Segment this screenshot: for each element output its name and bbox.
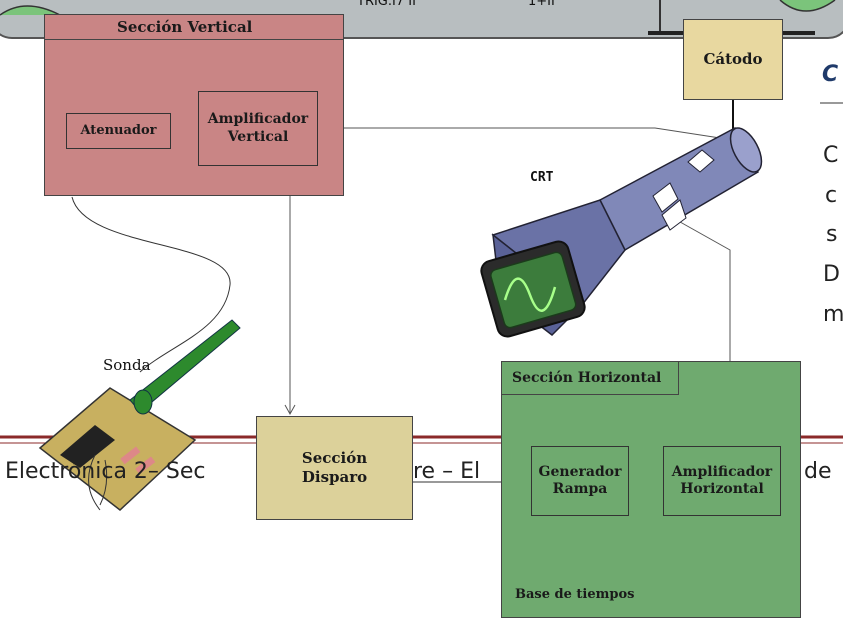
probe-board bbox=[38, 319, 241, 511]
vertical-amp-line1: Amplificador bbox=[207, 111, 309, 127]
body-line-1: C bbox=[823, 143, 839, 168]
ramp-generator-block: Generador Rampa bbox=[531, 446, 629, 516]
body-line-3: s bbox=[826, 222, 838, 247]
vertical-amp-line2: Vertical bbox=[227, 128, 289, 145]
crt-label: CRT bbox=[530, 170, 554, 185]
cathode-label: Cátodo bbox=[703, 50, 763, 69]
horizontal-amplifier-block: Amplificador Horizontal bbox=[663, 446, 781, 516]
trigger-line2: Disparo bbox=[301, 468, 368, 486]
vertical-section: Sección Vertical Atenuador Amplificador … bbox=[44, 14, 344, 196]
probe-label: Sonda bbox=[103, 356, 151, 374]
section-heading: C bbox=[822, 62, 839, 87]
panel-trig-label: TRIG.I7 II bbox=[357, 0, 416, 9]
panel-knob-right bbox=[779, 0, 836, 12]
trigger-section: Sección Disparo bbox=[256, 416, 413, 520]
footer-text-left: Electrónica 2– Sec bbox=[5, 459, 206, 484]
body-line-4: D bbox=[823, 262, 840, 287]
vertical-section-title: Sección Vertical bbox=[117, 18, 253, 36]
probe-cable bbox=[71, 196, 231, 373]
horizontal-amp-line2: Horizontal bbox=[680, 481, 764, 497]
panel-mid-label: 1+II bbox=[528, 0, 555, 9]
ramp-gen-line2: Rampa bbox=[552, 481, 608, 497]
horizontal-section-title: Sección Horizontal bbox=[512, 370, 662, 386]
attenuator-label: Atenuador bbox=[80, 122, 157, 138]
footer-text-mid: re – El bbox=[413, 459, 481, 484]
wire-vertical-to-crt bbox=[318, 127, 734, 141]
body-line-2: c bbox=[825, 183, 838, 208]
vertical-section-header bbox=[45, 15, 343, 40]
horizontal-section: Sección Horizontal Generador Rampa Ampli… bbox=[501, 361, 801, 618]
crt-tube bbox=[480, 126, 763, 338]
horizontal-section-header bbox=[502, 362, 679, 395]
trigger-line1: Sección bbox=[301, 449, 368, 468]
horizontal-amp-line1: Amplificador bbox=[671, 463, 773, 480]
vertical-amplifier-block: Amplificador Vertical bbox=[198, 91, 318, 166]
timebase-label: Base de tiempos bbox=[515, 587, 635, 602]
cathode-block: Cátodo bbox=[683, 19, 783, 100]
ramp-gen-line1: Generador bbox=[538, 463, 622, 480]
attenuator-block: Atenuador bbox=[66, 113, 171, 149]
panel-knob-left bbox=[0, 5, 61, 16]
footer-text-right: de bbox=[804, 459, 832, 484]
body-line-5: m bbox=[823, 302, 843, 327]
